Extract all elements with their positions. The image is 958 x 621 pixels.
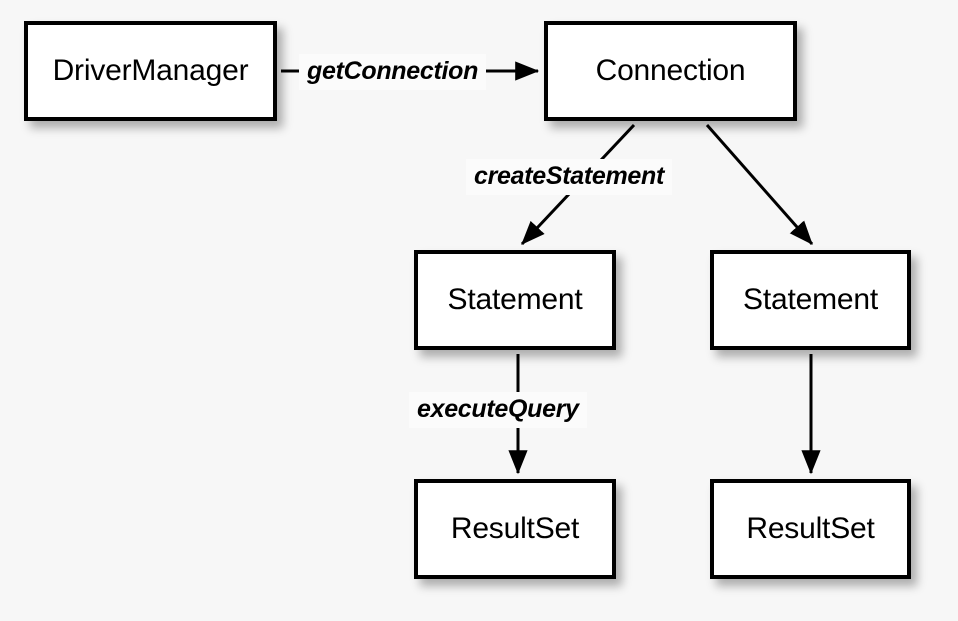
edge-create-statement-right: [705, 124, 814, 245]
edge-label-execute-query: executeQuery: [409, 392, 587, 428]
node-statement-left-label: Statement: [447, 283, 583, 316]
node-resultset-left-label: ResultSet: [450, 512, 580, 545]
edge-label-get-connection: getConnection: [299, 54, 487, 90]
node-resultset-right-label: ResultSet: [746, 512, 875, 545]
node-statement-left[interactable]: Statement: [414, 250, 616, 350]
node-statement-right[interactable]: Statement: [710, 250, 911, 350]
node-driver-manager[interactable]: DriverManager: [24, 21, 277, 121]
edge-label-create-statement: createStatement: [466, 159, 673, 195]
node-statement-right-label: Statement: [743, 283, 878, 316]
node-resultset-left[interactable]: ResultSet: [414, 479, 616, 579]
node-driver-manager-label: DriverManager: [52, 54, 249, 87]
node-connection[interactable]: Connection: [544, 21, 797, 121]
node-connection-label: Connection: [595, 54, 746, 87]
node-resultset-right[interactable]: ResultSet: [710, 479, 911, 579]
